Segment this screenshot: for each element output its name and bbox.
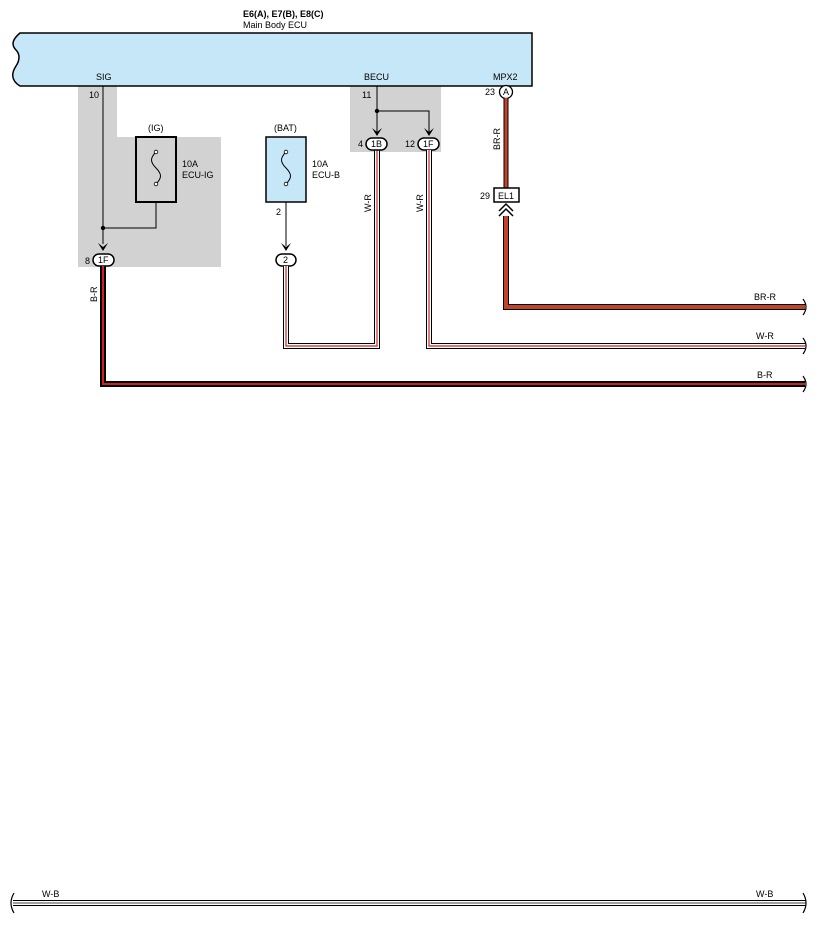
connector-el1	[493, 187, 520, 203]
connector-1b-label: 1B	[371, 139, 382, 149]
main-body-ecu-box	[12, 32, 533, 87]
ecu-b-fuse	[265, 136, 307, 203]
pin-8: 8	[85, 256, 90, 266]
b-r-wire-outline	[100, 266, 805, 387]
wire-break-mark	[802, 375, 807, 393]
bat-fuse-name: ECU-B	[312, 170, 340, 180]
pin-4: 4	[358, 139, 363, 149]
wire-break-mark	[802, 298, 807, 316]
terminal-mpx2-label: MPX2	[493, 72, 518, 82]
connector-arrow-icon	[372, 128, 382, 136]
w-r-wire-main-outline	[426, 150, 805, 349]
wire-break-mark	[802, 337, 807, 355]
chevron-up-icon	[498, 207, 514, 217]
ig-fuse-wire	[103, 202, 157, 229]
wire-label-br-r-horizontal: BR-R	[754, 292, 776, 302]
wire-label-br-r-vertical: BR-R	[492, 128, 502, 150]
pin-29: 29	[480, 191, 490, 201]
ecu-ig-fuse-element	[151, 151, 161, 185]
wire-label-w-r-right: W-R	[415, 194, 425, 212]
connector-a-label: A	[503, 87, 509, 97]
wire-label-w-b-left: W-B	[42, 889, 59, 899]
ig-fuse-name: ECU-IG	[182, 170, 214, 180]
w-r-wire-loop	[285, 150, 378, 347]
w-r-wire-main-white	[427, 150, 805, 348]
pin-2: 2	[276, 207, 281, 217]
br-r-wire-bottom	[504, 216, 805, 309]
terminal-sig-label: SIG	[96, 72, 112, 82]
pin-23: 23	[485, 87, 495, 97]
ig-fuse-source: (IG)	[148, 123, 164, 133]
chevron-up-icon	[498, 202, 514, 212]
ecu-ig-fuse	[135, 136, 177, 203]
connector-arrow-icon	[281, 243, 291, 251]
connector-arrow-icon	[98, 243, 108, 251]
b-r-wire	[102, 266, 805, 385]
bat-fuse-rating: 10A	[312, 159, 328, 169]
wire-label-b-r-horizontal: B-R	[757, 370, 773, 380]
connector-1b	[365, 137, 388, 151]
connector-2-label: 2	[283, 255, 288, 265]
w-r-wire-main	[428, 150, 805, 347]
fuse-terminal-dot	[283, 181, 289, 187]
pin-10: 10	[89, 90, 99, 100]
ecu-b-fuse-element	[281, 151, 291, 185]
fuse-terminal-dot	[153, 149, 159, 155]
terminal-becu-label: BECU	[364, 72, 389, 82]
fuse-terminal-dot	[153, 181, 159, 187]
connector-1f-left-label: 1F	[98, 255, 109, 265]
wire-label-w-r-left: W-R	[363, 194, 373, 212]
pin-11: 11	[362, 90, 371, 100]
ig-fuse-rating: 10A	[182, 159, 198, 169]
becu-branch-wire	[377, 110, 430, 132]
wire-break-mark	[10, 892, 15, 914]
pin-12: 12	[405, 139, 415, 149]
bat-fuse-source: (BAT)	[274, 123, 297, 133]
connector-el1-label: EL1	[498, 191, 514, 201]
wire-label-b-r-vertical: B-R	[89, 286, 99, 302]
wire-label-w-b-right: W-B	[756, 889, 773, 899]
component-name: Main Body ECU	[243, 20, 307, 30]
wire-label-w-r-horizontal: W-R	[756, 331, 774, 341]
connector-1f-right-label: 1F	[423, 139, 434, 149]
fuse-terminal-dot	[283, 149, 289, 155]
connector-arrow-icon	[424, 128, 434, 136]
connector-ids: E6(A), E7(B), E8(C)	[243, 9, 324, 19]
wire-break-mark	[802, 892, 807, 914]
